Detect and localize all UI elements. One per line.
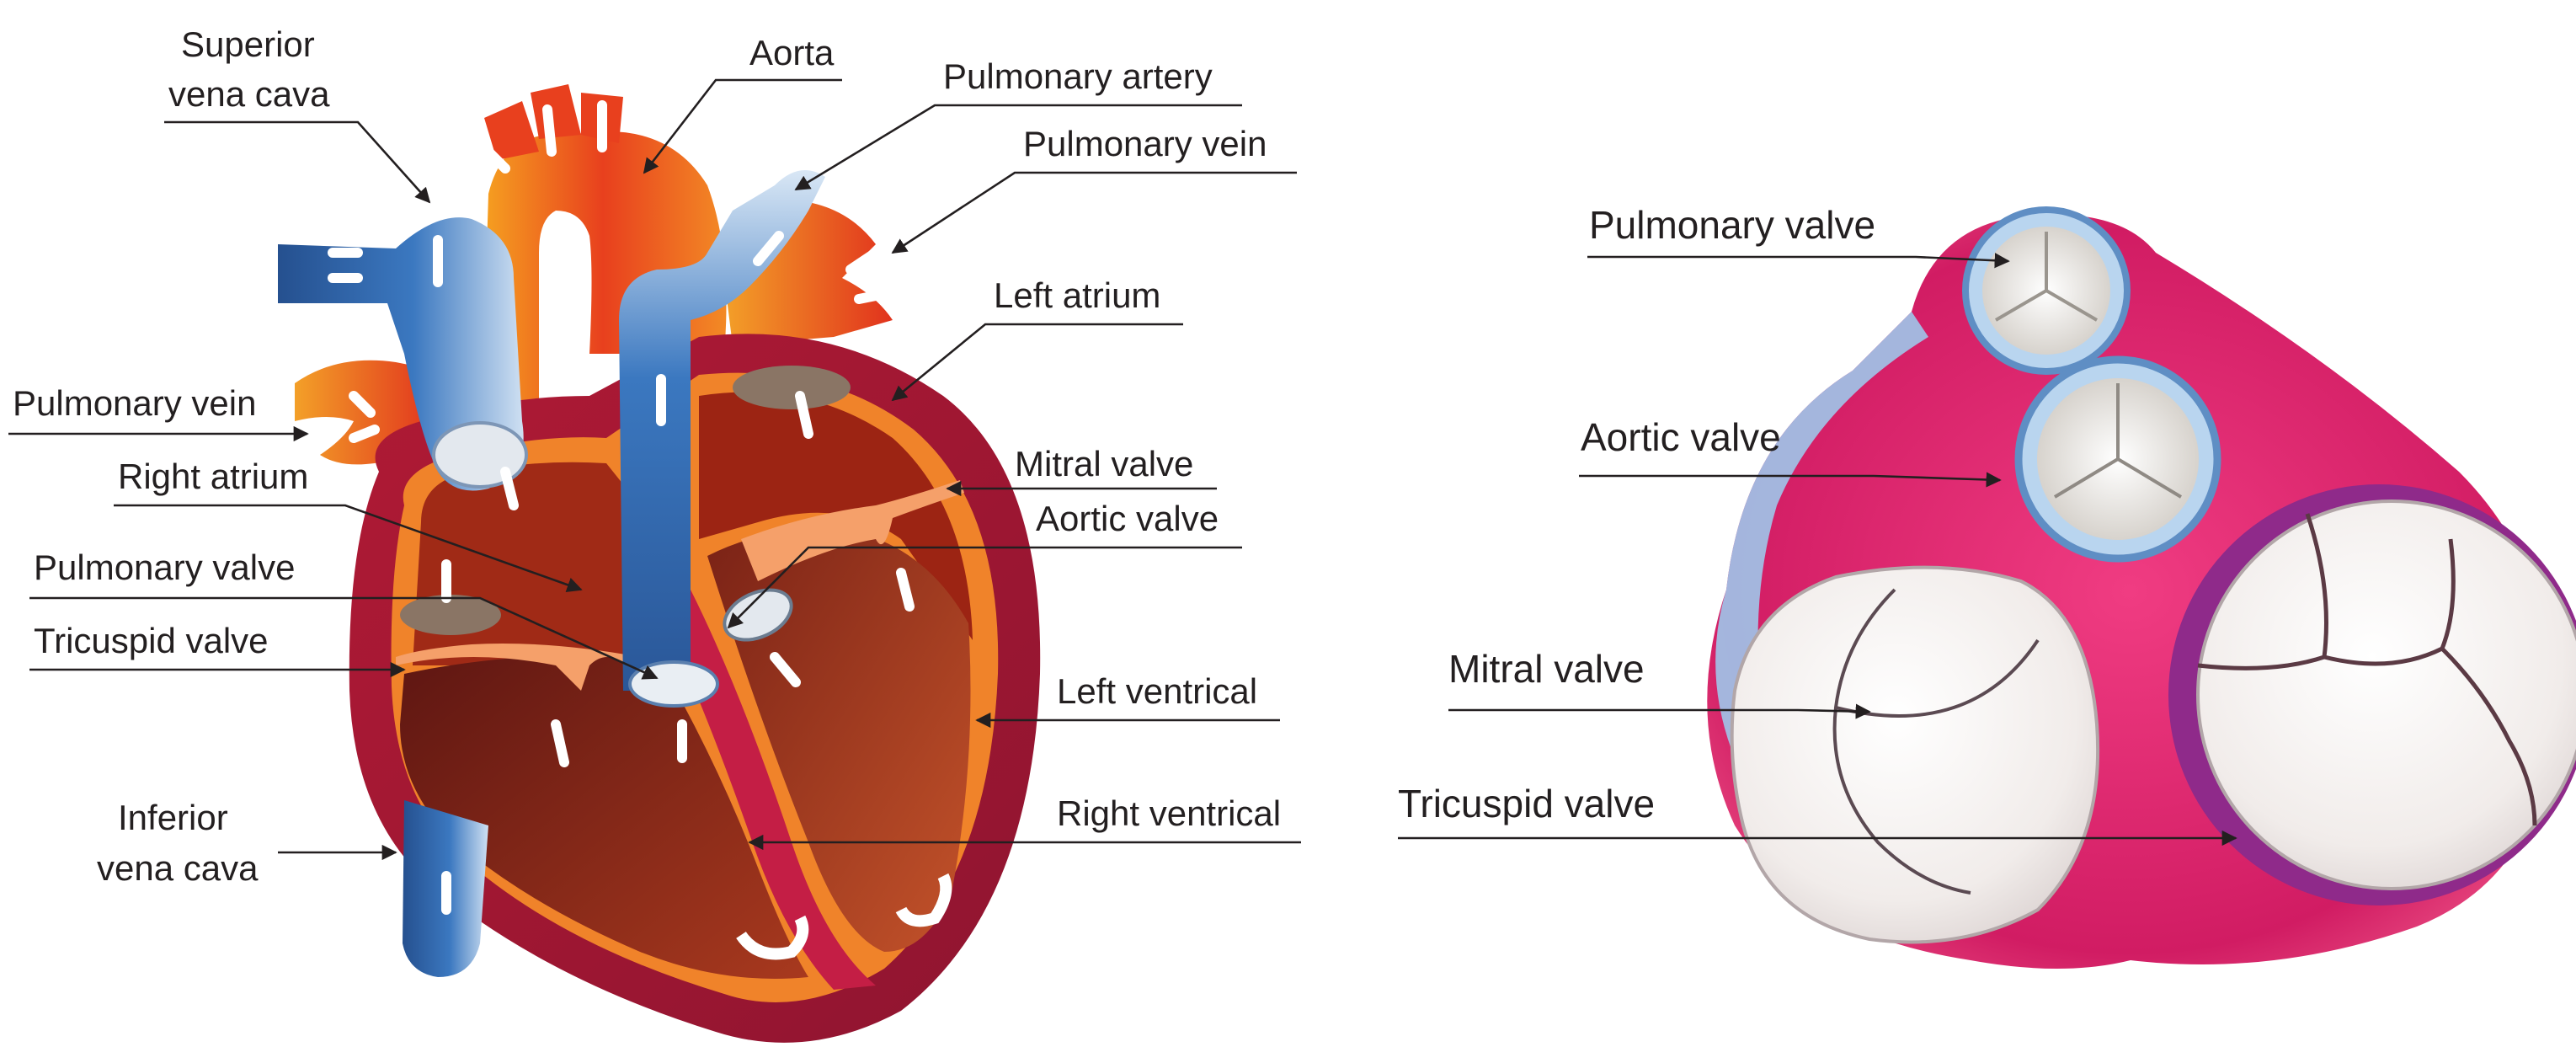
mitral-valve-commissure-line (1832, 588, 2040, 895)
superior-vena-cava-vessel (278, 217, 524, 491)
label-pulmonary-vein-left: Pulmonary vein (13, 383, 256, 423)
mitral-valve-flap (741, 480, 964, 581)
label-valve-tricuspid: Tricuspid valve (1398, 782, 1655, 825)
pulmonary-valve-commissures (1994, 232, 2099, 322)
pulmonary-vein-right-vessel (724, 202, 893, 345)
pulmonary-artery-vessel (619, 170, 825, 691)
label-valve-mitral: Mitral valve (1448, 647, 1645, 691)
label-valve-aortic: Aortic valve (1581, 415, 1781, 459)
label-mitral-valve: Mitral valve (1015, 444, 1193, 483)
label-inferior-vena-cava-line2: vena cava (97, 848, 259, 888)
aorta-arch (480, 131, 727, 472)
right-atrium-vein-opening (400, 595, 501, 635)
label-pulmonary-artery: Pulmonary artery (943, 56, 1213, 96)
left-ventricle-chamber (707, 529, 971, 952)
right-ventricle-swirl-arrow (736, 915, 809, 960)
blood-flow-arrows (328, 100, 915, 915)
right-ventricle-chamber (400, 654, 808, 979)
heart-labels: Superior vena cava Aorta Pulmonary arter… (8, 24, 1301, 888)
tricuspid-valve-leaflets (2196, 499, 2576, 890)
mitral-valve-leaflets (1730, 565, 2100, 944)
left-atrium-chamber (699, 392, 973, 640)
heart-cross-section (278, 84, 1041, 1043)
label-left-ventrical: Left ventrical (1057, 671, 1257, 711)
left-ventricle-swirl-arrow (895, 873, 952, 927)
superior-vena-cava-opening (432, 421, 528, 489)
tricuspid-valve-flap (396, 644, 640, 691)
label-superior-vena-cava-line2: vena cava (168, 74, 330, 114)
left-atrium-vein-opening (733, 366, 851, 409)
label-left-atrium: Left atrium (994, 275, 1160, 315)
label-right-atrium: Right atrium (118, 457, 308, 496)
pulmonary-valve-opening (628, 660, 719, 708)
aortic-valve-commissures (2053, 383, 2183, 499)
label-pulmonary-vein-right: Pulmonary vein (1023, 124, 1267, 163)
valve-plane-illustration (1707, 206, 2576, 969)
label-superior-vena-cava-line1: Superior (181, 24, 315, 64)
valve-labels: Pulmonary valve Aortic valve Mitral valv… (1398, 203, 2237, 847)
label-pulmonary-valve: Pulmonary valve (34, 548, 295, 587)
label-aortic-valve: Aortic valve (1036, 499, 1219, 538)
tricuspid-valve-commissure-lines (2197, 513, 2537, 826)
label-valve-pulmonary: Pulmonary valve (1589, 203, 1875, 247)
label-inferior-vena-cava-line1: Inferior (118, 798, 228, 837)
label-tricuspid-valve: Tricuspid valve (34, 621, 269, 660)
label-aorta: Aorta (749, 33, 835, 72)
label-right-ventrical: Right ventrical (1057, 793, 1281, 833)
